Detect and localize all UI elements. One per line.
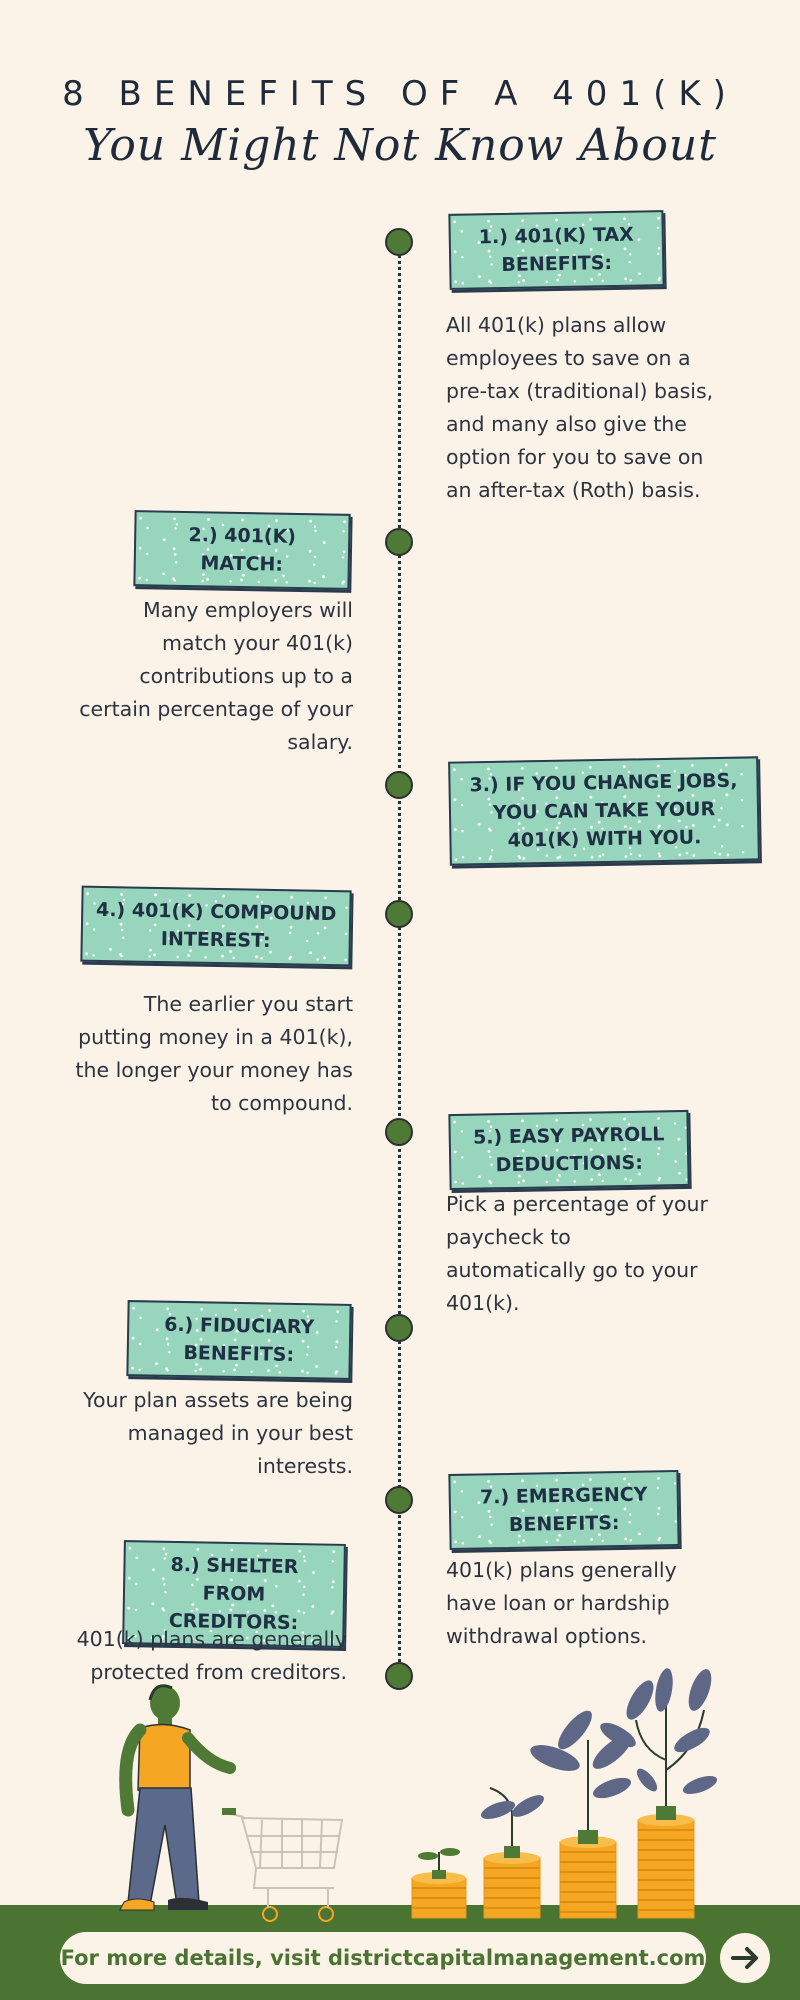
timeline-dot-1	[385, 228, 413, 256]
person-illustration	[119, 1684, 236, 1911]
coin-stack-3	[530, 1710, 632, 1919]
footer-cta-link[interactable]: For more details, visit districtcapitalm…	[60, 1932, 706, 1984]
benefit-5-description: Pick a percentage of your paycheck to au…	[446, 1192, 708, 1315]
coin-stack-2	[480, 1787, 544, 1919]
benefit-4-description: The earlier you start putting money in a…	[75, 992, 353, 1115]
timeline-dot-6	[385, 1314, 413, 1342]
page-title: 8 BENEFITS OF A 401(K)	[62, 74, 738, 114]
timeline-dot-5	[385, 1118, 413, 1146]
coin-stack-1	[411, 1848, 467, 1919]
arrow-right-icon	[731, 1947, 758, 1969]
timeline-line	[398, 242, 401, 1676]
timeline-dot-3	[385, 771, 413, 799]
footer-cta-button[interactable]	[720, 1933, 770, 1983]
page-subtitle: You Might Not Know About	[83, 120, 717, 171]
benefit-7-description: 401(k) plans generally have loan or hard…	[446, 1558, 677, 1648]
shopping-cart-icon	[221, 1808, 344, 1922]
benefit-1-description: All 401(k) plans allow employees to save…	[446, 313, 714, 502]
benefit-2-description: Many employers will match your 401(k) co…	[79, 598, 353, 754]
timeline-dot-7	[385, 1486, 413, 1514]
timeline-dot-4	[385, 900, 413, 928]
benefit-6-description: Your plan assets are being managed in yo…	[83, 1388, 353, 1478]
coin-stack-4	[600, 1668, 718, 1919]
benefit-8-description: 401(k) plans are generally protected fro…	[76, 1627, 347, 1684]
timeline-dot-8	[385, 1662, 413, 1690]
timeline-dot-2	[385, 528, 413, 556]
